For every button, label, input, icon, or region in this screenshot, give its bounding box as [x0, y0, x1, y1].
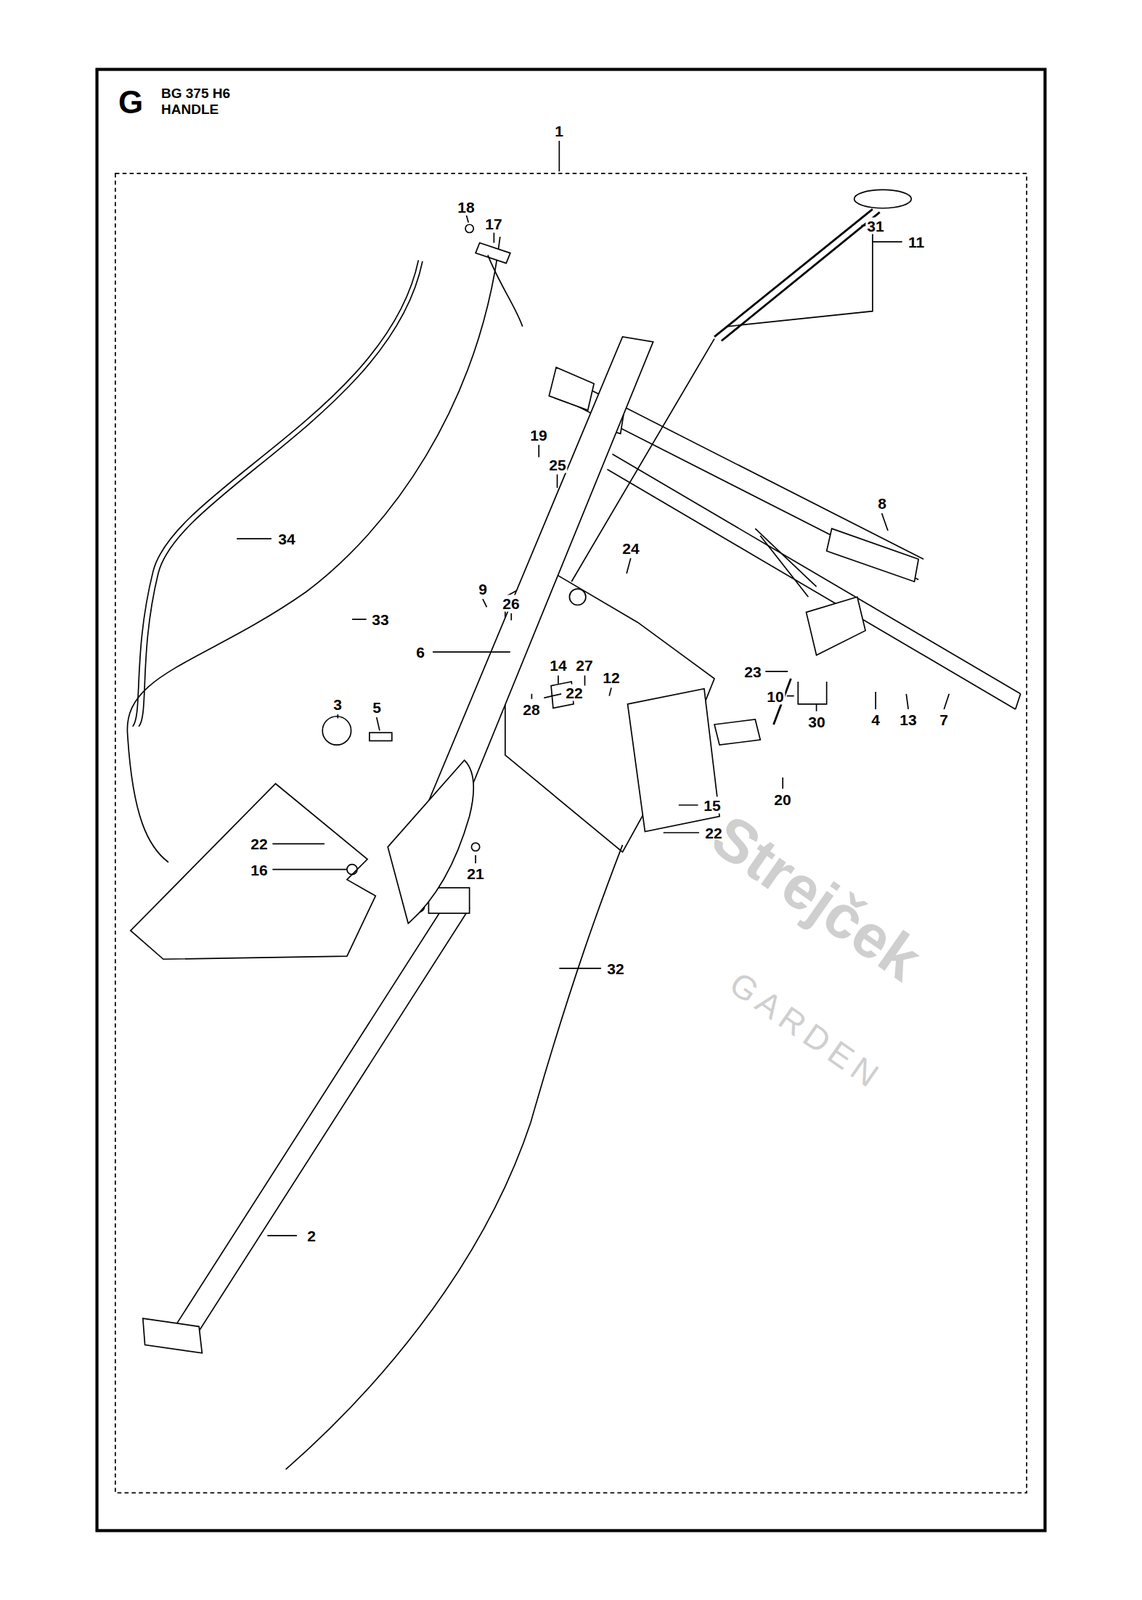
callout-number: 24 [620, 540, 641, 557]
callout-number: 33 [370, 611, 390, 628]
callout-number: 4 [869, 711, 882, 729]
callout-number: 15 [702, 797, 722, 814]
callout-number: 6 [414, 643, 427, 661]
callout-number: 8 [876, 495, 888, 512]
callout-number: 21 [465, 865, 485, 883]
callout-number: 2 [305, 1227, 318, 1245]
callout-number: 11 [906, 233, 926, 251]
watermark: Strejček [699, 801, 934, 996]
callout-number: 23 [742, 663, 763, 681]
callout-number: 7 [937, 711, 950, 729]
watermark: GARDEN [722, 964, 891, 1099]
heading-letter: G [118, 86, 144, 119]
callout-number: 31 [865, 217, 885, 235]
callout-number: 13 [898, 711, 918, 729]
callout-number: 10 [765, 688, 785, 705]
callout-number: 34 [276, 530, 297, 548]
callout-number: 3 [331, 696, 344, 713]
callout-number: 28 [521, 701, 541, 719]
callout-number: 16 [249, 861, 269, 879]
callout-number: 22 [249, 835, 269, 853]
diagram-title: BG 375 H6 HANDLE [161, 85, 249, 118]
callout-number: 26 [500, 595, 521, 613]
callout-number: 19 [528, 426, 549, 444]
callout-number: 5 [370, 699, 383, 716]
callout-number: 14 [548, 657, 568, 674]
callout-number: 32 [605, 960, 626, 978]
callout-number: 9 [476, 580, 489, 598]
callout-number: 25 [547, 456, 568, 474]
callout-number: 18 [455, 198, 476, 216]
callout-number: 17 [483, 215, 504, 233]
callout-number: 20 [772, 791, 793, 809]
callout-number: 30 [806, 713, 827, 731]
callout-number: 1 [553, 122, 565, 140]
callout-number: 27 [574, 657, 594, 674]
callout-number: 12 [601, 669, 621, 687]
callout-number: 22 [564, 684, 584, 702]
